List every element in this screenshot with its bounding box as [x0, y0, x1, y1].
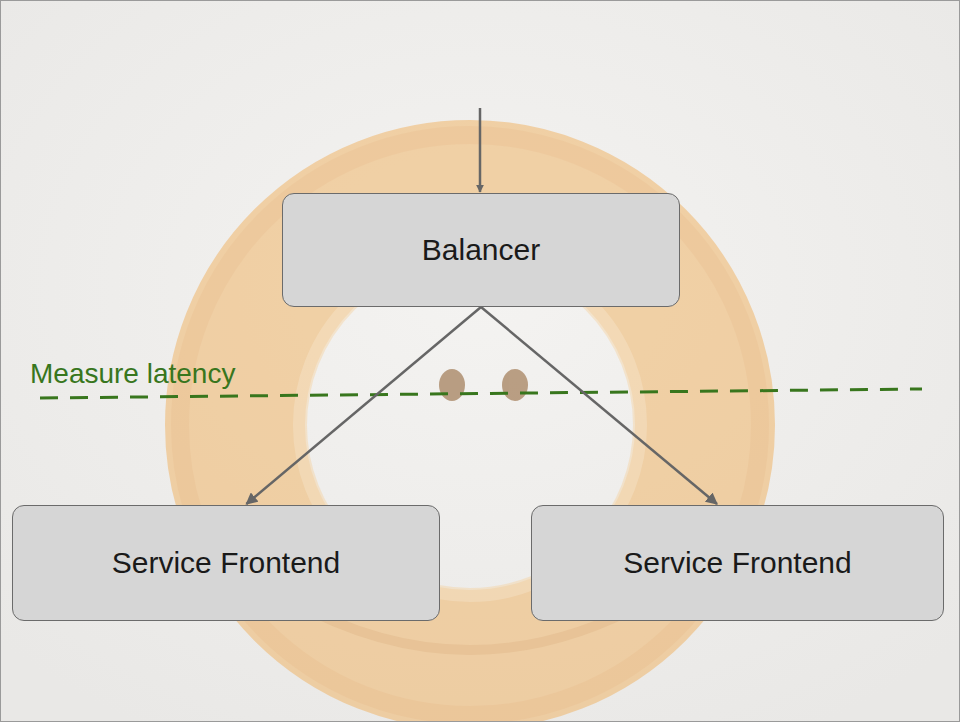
box-text: Service Frontend — [623, 546, 851, 580]
button-ring — [180, 135, 760, 715]
connector-arrow — [481, 307, 717, 504]
connector-arrow — [246, 307, 481, 504]
process-box: Balancer — [282, 193, 680, 307]
process-box: Service Frontend — [531, 505, 944, 621]
incoming-arrow — [479, 108, 482, 192]
annotation-label: Measure latency — [30, 358, 235, 390]
box-text: Service Frontend — [112, 546, 340, 580]
box-text: Balancer — [422, 233, 540, 267]
button-holes — [439, 369, 528, 401]
process-box: Service Frontend — [12, 505, 440, 621]
measure-line — [40, 389, 922, 398]
